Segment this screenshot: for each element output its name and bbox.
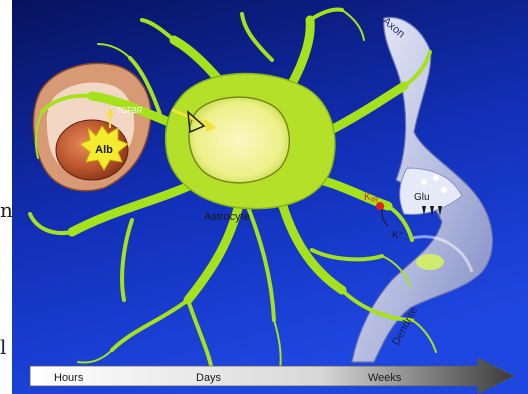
glu-label: Glu — [414, 192, 430, 203]
tgfbr-label: TGFβR — [116, 106, 143, 115]
timeline-weeks: Weeks — [368, 372, 402, 384]
astrocyte-nucleus — [189, 97, 289, 183]
astrocyte-label: Astrocyte — [204, 211, 250, 223]
cropped-letter-n: n — [0, 198, 13, 222]
cropped-letter-l: l — [0, 335, 6, 359]
end-foot — [416, 254, 444, 270]
kir-label: K — [364, 192, 371, 203]
timeline-days: Days — [196, 372, 222, 384]
timeline-hours: Hours — [54, 372, 84, 384]
kir-subscript: IR — [371, 197, 378, 204]
kplus-label: K⁺ — [392, 230, 404, 241]
astrocyte-diagram: Alb TGFβR Axon Dendrite Astrocyte Glu K⁺… — [12, 0, 528, 394]
alb-label: Alb — [95, 144, 113, 156]
